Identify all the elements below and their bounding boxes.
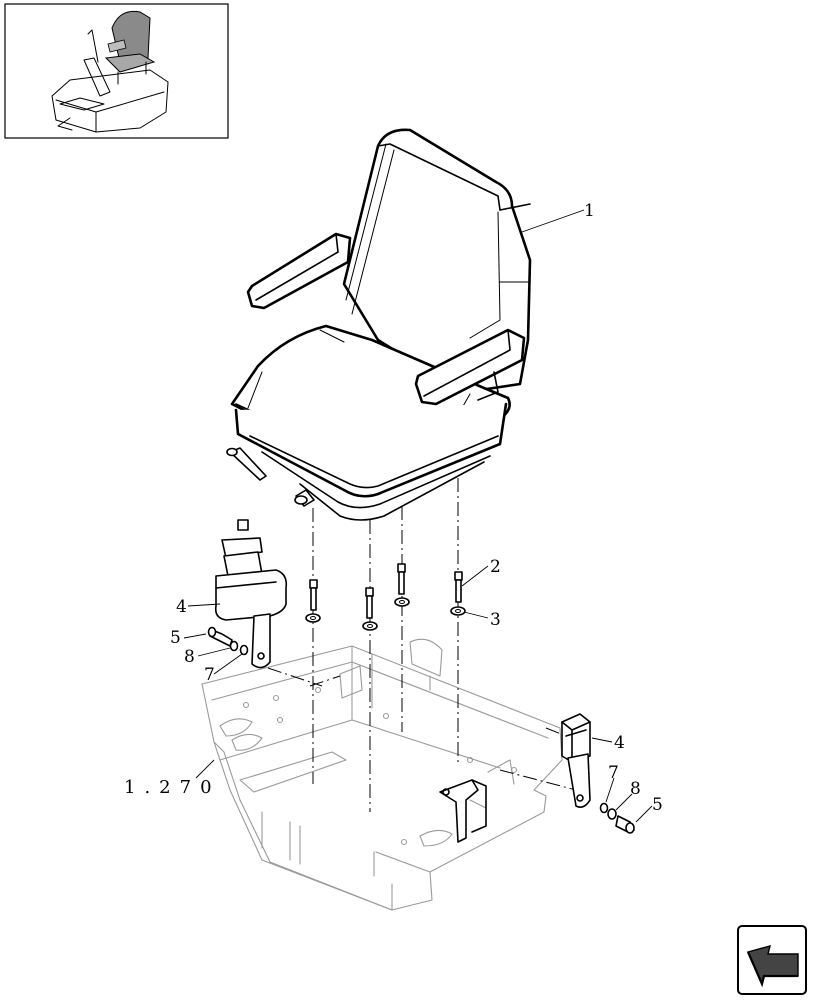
callout-screw-right: 5 (652, 795, 663, 815)
cab-floor-frame (201, 638, 563, 911)
callout-seat: 1 (584, 201, 595, 221)
next-page-arrow-icon[interactable] (737, 925, 807, 995)
callout-washer: 3 (490, 610, 501, 630)
bolt (362, 587, 378, 631)
callout-screw-left: 5 (170, 628, 181, 648)
callout-belt-left: 4 (176, 597, 187, 617)
bolt (394, 563, 410, 607)
callout-belt-right: 4 (614, 733, 625, 753)
seat-belt-left (207, 519, 288, 669)
operator-cab-locator-icon (51, 10, 169, 133)
bolt (305, 579, 321, 623)
seat-belt-right (561, 713, 635, 834)
callout-washer-right: 8 (630, 779, 641, 799)
floor-bracket (439, 779, 487, 843)
callout-lockwasher-right: 7 (608, 763, 619, 783)
callout-labels: 1 2 3 4 4 5 5 7 7 8 8 1.270 (124, 201, 663, 815)
locator-thumbnail (4, 3, 229, 139)
callout-washer-left: 8 (184, 647, 195, 667)
reference-number: 1.270 (124, 777, 221, 798)
assembly-lines (267, 478, 577, 812)
callout-bolt: 2 (490, 557, 501, 577)
leader-lines (183, 209, 653, 823)
operator-seat (226, 128, 532, 521)
callout-lockwasher-left: 7 (204, 665, 215, 685)
mounting-bolts (305, 563, 466, 631)
bolt (450, 571, 466, 616)
